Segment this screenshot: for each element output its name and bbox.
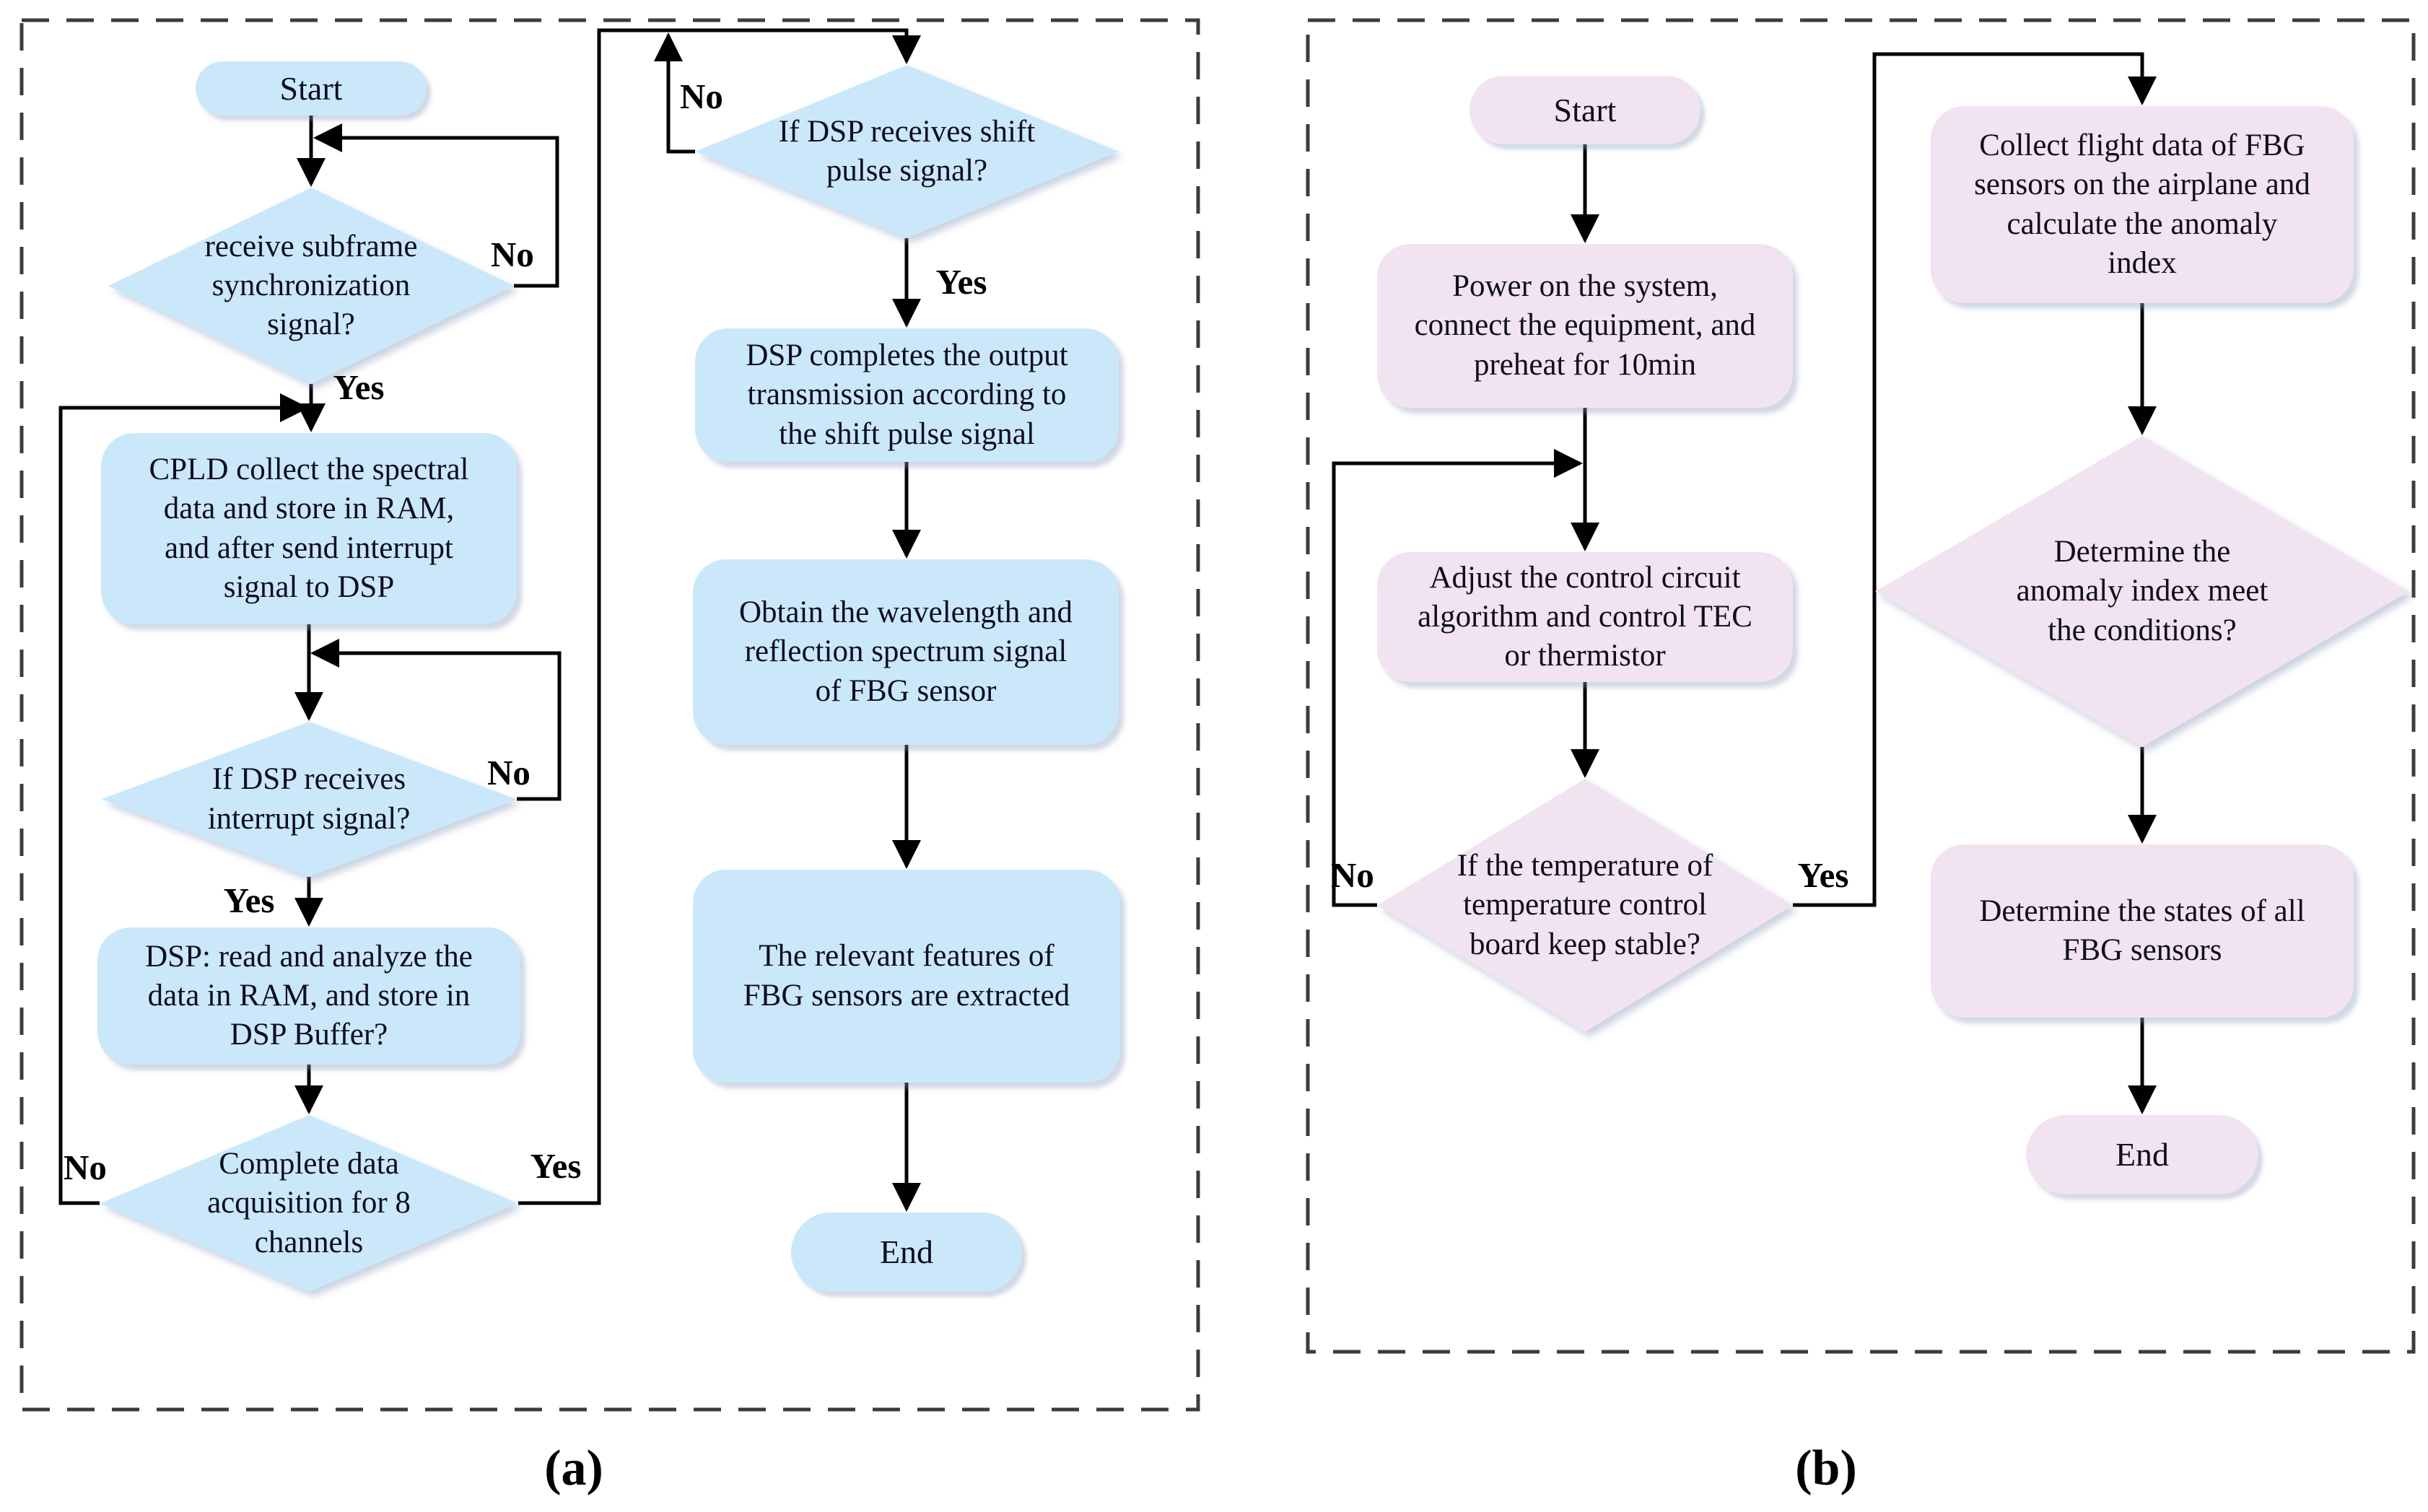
label-a-shift-no: No [680, 76, 723, 116]
label-b-temperature-no: No [1331, 855, 1374, 895]
node-a-end: End [791, 1212, 1022, 1292]
node-a-process-obtain: Obtain the wavelength and reflection spe… [693, 559, 1119, 745]
caption-b: (b) [1795, 1441, 1857, 1496]
node-text: If DSP receives interrupt signal? [207, 762, 411, 836]
node-a-decision-shift-pulse: If DSP receives shift pulse signal? [695, 65, 1119, 238]
arrow-a-shift-no-loop [654, 32, 695, 154]
node-b-start: Start [1470, 76, 1700, 144]
node-a-decision-channels: Complete data acquisition for 8 channels [100, 1115, 518, 1292]
node-a-process-cpld: CPLD collect the spectral data and store… [101, 433, 517, 624]
node-a-process-output: DSP completes the output transmission ac… [695, 328, 1119, 462]
node-b-decision-temperature: If the temperature of temperature contro… [1377, 779, 1793, 1032]
label-a-interrupt-no: No [487, 752, 530, 792]
node-a-decision-subframe: receive subframe synchronization signal? [108, 188, 514, 384]
arrow-a-channels-yes-to-shift [518, 28, 921, 1205]
node-a-decision-interrupt: If DSP receives interrupt signal? [101, 722, 517, 877]
arrow-a-channels-no-return [58, 393, 309, 1205]
label-a-interrupt-yes: Yes [223, 880, 275, 920]
node-text: If DSP receives shift pulse signal? [778, 114, 1036, 188]
panel-b-border [1306, 18, 2416, 1354]
node-a-process-dsp-read: DSP: read and analyze the data in RAM, a… [97, 927, 520, 1065]
arrow-b-temperature-yes-to-collect [1793, 52, 2157, 907]
node-b-process-states: Determine the states of all FBG sensors [1931, 844, 2354, 1018]
label-a-subframe-yes: Yes [333, 367, 385, 407]
arrow-b-temperature-no-loop [1332, 449, 1583, 907]
node-text: Determine the anomaly index meet the con… [2016, 535, 2268, 647]
node-text: receive subframe synchronization signal? [204, 229, 418, 342]
node-text: If the temperature of temperature contro… [1457, 849, 1713, 961]
label-a-shift-yes: Yes [935, 261, 987, 302]
node-text: Complete data acquisition for 8 channels [207, 1147, 411, 1259]
node-b-process-power-on: Power on the system, connect the equipme… [1377, 244, 1793, 408]
arrow-a-subframe-no-loop [313, 123, 559, 288]
label-a-channels-no: No [64, 1147, 107, 1187]
label-a-subframe-no: No [491, 234, 534, 274]
node-b-decision-anomaly: Determine the anomaly index meet the con… [1875, 436, 2409, 747]
node-a-process-features: The relevant features of FBG sensors are… [693, 870, 1120, 1083]
caption-a: (a) [544, 1441, 603, 1496]
node-b-process-collect: Collect flight data of FBG sensors on th… [1931, 106, 2354, 303]
node-a-start: Start [196, 61, 427, 115]
label-b-temperature-yes: Yes [1797, 855, 1849, 895]
arrow-a-interrupt-no-loop [310, 639, 562, 801]
node-b-end: End [2026, 1115, 2258, 1194]
label-a-channels-yes: Yes [530, 1145, 582, 1186]
panel-a-border [19, 18, 1200, 1412]
node-b-process-adjust: Adjust the control circuit algorithm and… [1377, 552, 1793, 682]
